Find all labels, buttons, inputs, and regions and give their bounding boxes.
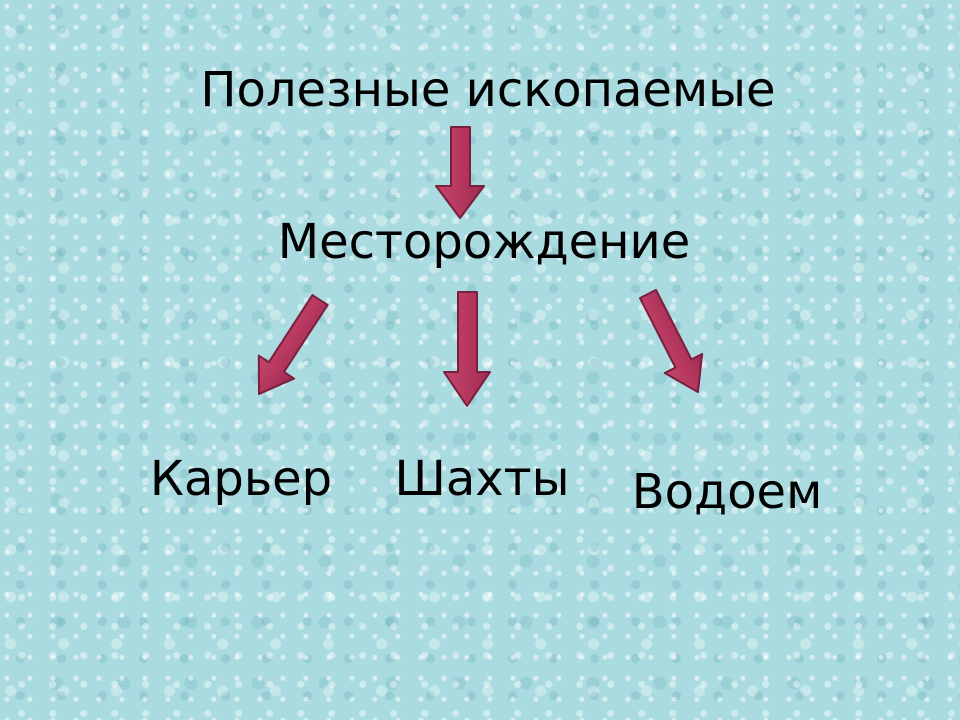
diagram-leaf-reservoir: Водоем xyxy=(631,464,823,520)
diagram-leaf-quarry: Карьер xyxy=(149,451,333,507)
arrow-middle-to-center-leaf xyxy=(443,291,491,407)
arrow-middle-to-right-leaf xyxy=(638,288,704,394)
diagram-middle-label: Месторождение xyxy=(277,214,691,270)
arrow-middle-to-left-leaf xyxy=(257,294,329,395)
diagram-root-label: Полезные ископаемые xyxy=(200,62,776,118)
arrow-root-to-middle xyxy=(435,126,485,219)
diagram-leaf-mines: Шахты xyxy=(394,451,570,507)
